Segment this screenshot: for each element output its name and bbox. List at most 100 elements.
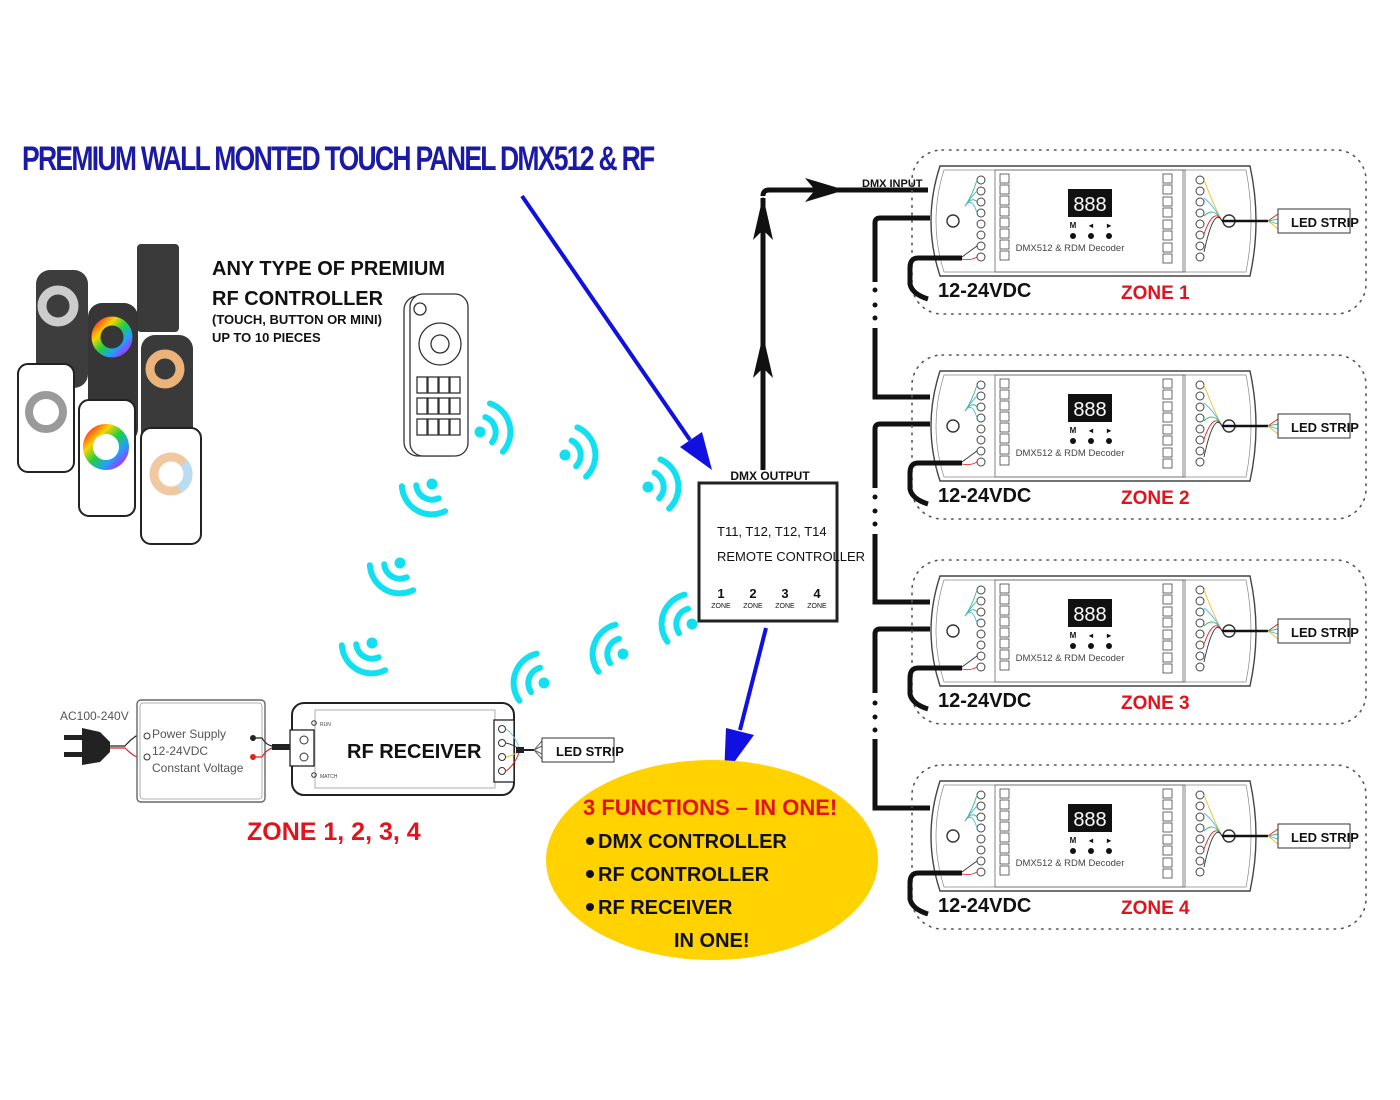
zone-dotted-border: [911, 764, 1367, 930]
bullet-icon: [586, 837, 594, 845]
up-arrow-icon: [753, 196, 773, 240]
decoder-body: [930, 370, 1257, 482]
white-remote-icon: [17, 363, 75, 473]
zone-label: ZONE 1: [1121, 283, 1190, 304]
decoder-button[interactable]: [1070, 848, 1076, 854]
decoder-body: [930, 780, 1257, 892]
rf-signal-icon: [468, 400, 516, 458]
display-value: 888: [1073, 194, 1106, 216]
decoder-name: DMX512 & RDM Decoder: [1016, 653, 1125, 664]
page-title: PREMIUM WALL MONTED TOUCH PANEL DMX512 &…: [22, 140, 655, 178]
decoder-button[interactable]: [1070, 438, 1076, 444]
remote-collage: [17, 244, 202, 545]
decoder-button[interactable]: [1070, 233, 1076, 239]
display-value: 888: [1073, 809, 1106, 831]
zone-dotted-border: [911, 559, 1367, 725]
psu-line3: Constant Voltage: [152, 761, 244, 775]
decoder-button[interactable]: [1088, 848, 1094, 854]
decoder-body: [930, 575, 1257, 687]
seven-seg-display: [1068, 394, 1112, 422]
power-cable: [907, 870, 962, 917]
zone-label: ZONE 4: [1121, 898, 1190, 919]
rf-signals: [335, 400, 706, 708]
rf-sub-line2: UP TO 10 PIECES: [212, 330, 321, 345]
up-arrow-icon: [753, 335, 773, 378]
decoder-button[interactable]: [1106, 438, 1112, 444]
power-label: 12-24VDC: [938, 690, 1031, 712]
decoder-button[interactable]: [1106, 233, 1112, 239]
bullet-icon: [586, 870, 594, 878]
decoder-button[interactable]: [1088, 643, 1094, 649]
ac-input-label: AC100-240V: [60, 709, 129, 723]
led-strip-label: LED STRIP: [1291, 830, 1359, 845]
rf-heading-line2: RF CONTROLLER: [212, 288, 384, 310]
rf-controller-subtext: (TOUCH, BUTTON OR MINI) UP TO 10 PIECES: [212, 311, 382, 347]
led-strip-label: LED STRIP: [1291, 420, 1359, 435]
rf-signal-icon: [555, 425, 599, 480]
arrow-controller-to-callout: [724, 627, 768, 776]
zone-caption: ZONE: [807, 603, 827, 610]
seven-seg-display: [1068, 804, 1112, 832]
dmx-chain: [872, 215, 930, 811]
button-label: M: [1070, 426, 1077, 435]
rf-zones-label: ZONE 1, 2, 3, 4: [247, 818, 421, 846]
plug-icon: [64, 728, 110, 765]
decoder-button[interactable]: [1106, 848, 1112, 854]
decoder-button[interactable]: [1070, 643, 1076, 649]
power-cable: [907, 460, 962, 507]
match-label: MATCH: [320, 774, 338, 780]
power-cable: [907, 255, 962, 302]
display-value: 888: [1073, 399, 1106, 421]
rf-sub-line1: (TOUCH, BUTTON OR MINI): [212, 312, 382, 327]
run-label: RUN: [320, 722, 331, 728]
zone-label: ZONE 2: [1121, 488, 1190, 509]
decoder-body: [930, 165, 1257, 277]
rf-heading-line1: ANY TYPE OF PREMIUM: [212, 258, 445, 280]
mini-remote-illustration: [403, 293, 469, 457]
decoder-button[interactable]: [1088, 233, 1094, 239]
three-functions-callout: 3 FUNCTIONS – IN ONE! DMX CONTROLLER RF C…: [546, 760, 878, 960]
rf-signal-icon: [335, 626, 396, 682]
controller-models: T11, T12, T12, T14: [717, 524, 827, 539]
callout-bullet: RF CONTROLLER: [598, 864, 770, 886]
white-remote-icon: [140, 427, 202, 545]
zone-number: 2: [749, 586, 756, 601]
right-arrow-icon: [805, 178, 845, 202]
zone-number: 1: [717, 586, 724, 601]
rf-signal-icon: [507, 649, 558, 708]
rf-signal-icon: [638, 457, 682, 512]
button-label: M: [1070, 836, 1077, 845]
button-label: ▸: [1106, 426, 1112, 435]
controller-name: REMOTE CONTROLLER: [717, 549, 865, 564]
callout-heading: 3 FUNCTIONS – IN ONE!: [583, 795, 837, 820]
callout-bullet: DMX CONTROLLER: [598, 831, 787, 853]
chain-ellipsis-dots: [872, 287, 878, 733]
decoder-button[interactable]: [1088, 438, 1094, 444]
rf-led-strip-label: LED STRIP: [556, 744, 624, 759]
button-label: M: [1070, 221, 1077, 230]
decoder-name: DMX512 & RDM Decoder: [1016, 243, 1125, 254]
button-label: M: [1070, 631, 1077, 640]
zone-dotted-border: [911, 354, 1367, 520]
dmx-output-label: DMX OUTPUT: [730, 469, 810, 483]
bullet-icon: [586, 903, 594, 911]
button-label: ◂: [1088, 631, 1094, 640]
remote-controller-box[interactable]: DMX OUTPUT T11, T12, T12, T14 REMOTE CON…: [697, 469, 865, 623]
zone-caption: ZONE: [711, 603, 731, 610]
seven-seg-display: [1068, 599, 1112, 627]
decoder-name: DMX512 & RDM Decoder: [1016, 448, 1125, 459]
decoder-button[interactable]: [1106, 643, 1112, 649]
led-strip-label: LED STRIP: [1291, 215, 1359, 230]
callout-footer: IN ONE!: [674, 930, 750, 952]
zone-label: ZONE 3: [1121, 693, 1190, 714]
button-label: ◂: [1088, 426, 1094, 435]
power-cable: [907, 665, 962, 712]
dmx-trunk-line: [753, 178, 928, 470]
power-label: 12-24VDC: [938, 485, 1031, 507]
